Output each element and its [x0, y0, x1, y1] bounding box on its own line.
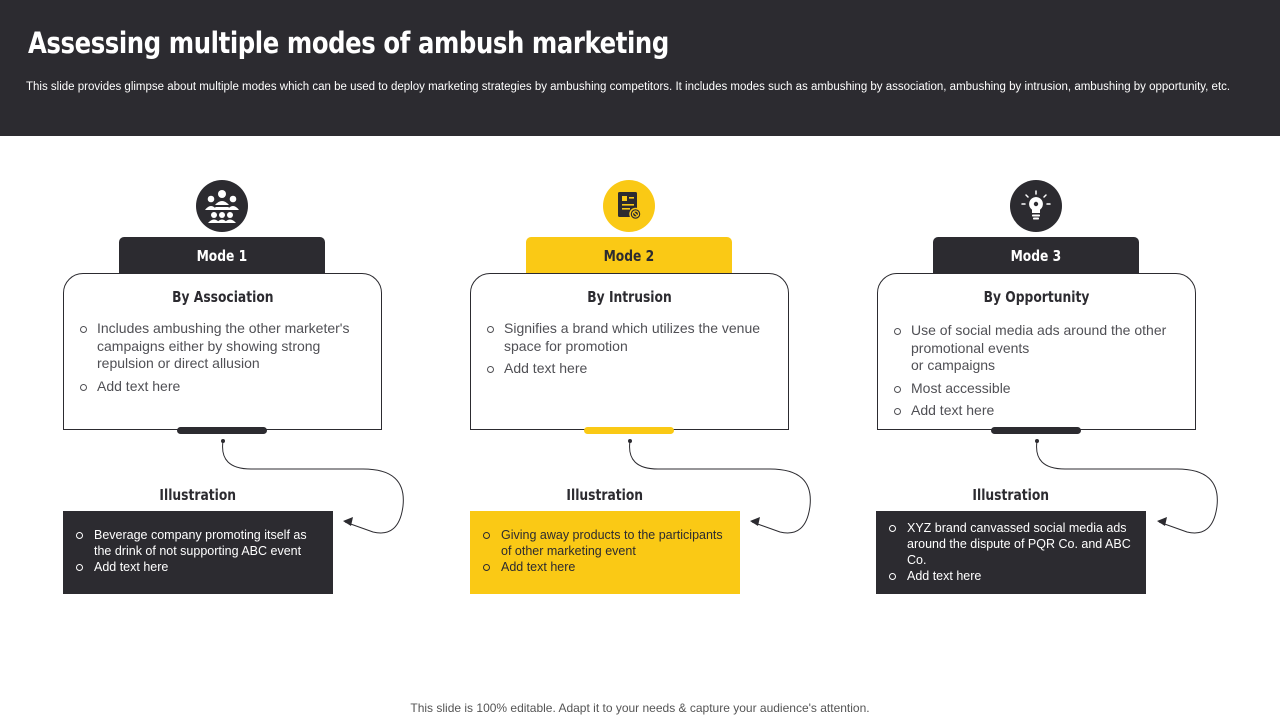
- list-item: XYZ brand canvassed social media ads aro…: [888, 520, 1134, 568]
- illustration-label: Illustration: [972, 486, 1050, 504]
- card-title: By Intrusion: [587, 288, 672, 306]
- illustration-box-1: Beverage company promoting itself as the…: [63, 511, 333, 594]
- card-title: By Association: [171, 288, 274, 306]
- list-item: Giving away products to the participants…: [482, 527, 728, 559]
- list-item: Add text here: [888, 568, 1134, 584]
- mode-card-1: By Association Includes ambushing the ot…: [63, 273, 382, 430]
- mode-card-2: By Intrusion Signifies a brand which uti…: [470, 273, 789, 430]
- list-item: Add text here: [892, 402, 1187, 420]
- list-item: Add text here: [485, 360, 780, 378]
- mode-tab-3: Mode 3: [933, 237, 1139, 275]
- mode-column-1: Mode 1 By Association Includes ambushing…: [63, 0, 423, 720]
- mode-column-3: Mode 3 By Opportunity Use of social medi…: [876, 0, 1237, 720]
- header-banner: Assessing multiple modes of ambush marke…: [0, 0, 1280, 136]
- list-item: Most accessible: [892, 380, 1187, 398]
- illustration-label: Illustration: [566, 486, 644, 504]
- group-icon: [196, 180, 248, 232]
- connector-arrow: [628, 439, 811, 534]
- footer-note: This slide is 100% editable. Adapt it to…: [410, 701, 870, 715]
- card-points: Includes ambushing the other marketer's …: [78, 320, 373, 400]
- list-item: Add text here: [482, 559, 728, 575]
- card-bottom-bar: [584, 427, 674, 434]
- mode-tab-1: Mode 1: [119, 237, 325, 275]
- card-points: Use of social media ads around the other…: [892, 322, 1187, 425]
- list-item: Signifies a brand which utilizes the ven…: [485, 320, 780, 355]
- card-points: Signifies a brand which utilizes the ven…: [485, 320, 780, 383]
- illustration-box-2: Giving away products to the participants…: [470, 511, 740, 594]
- card-title: By Opportunity: [983, 288, 1090, 306]
- document-blocked-icon: [603, 180, 655, 232]
- mode-column-2: Mode 2 By Intrusion Signifies a brand wh…: [470, 0, 830, 720]
- card-bottom-bar: [177, 427, 267, 434]
- illustration-label: Illustration: [159, 486, 237, 504]
- list-item: Includes ambushing the other marketer's …: [78, 320, 373, 373]
- mode-card-3: By Opportunity Use of social media ads a…: [877, 273, 1196, 430]
- mode-tab-2: Mode 2: [526, 237, 732, 275]
- connector-arrow: [1035, 439, 1218, 534]
- connector-arrow: [221, 439, 404, 534]
- list-item: Beverage company promoting itself as the…: [75, 527, 321, 559]
- slide-title: Assessing multiple modes of ambush marke…: [28, 26, 669, 60]
- card-bottom-bar: [991, 427, 1081, 434]
- idea-bulb-icon: [1010, 180, 1062, 232]
- illustration-box-3: XYZ brand canvassed social media ads aro…: [876, 511, 1146, 594]
- list-item: Add text here: [75, 559, 321, 575]
- list-item: Use of social media ads around the other…: [892, 322, 1187, 375]
- list-item: Add text here: [78, 378, 373, 396]
- slide-subtitle: This slide provides glimpse about multip…: [26, 81, 1231, 93]
